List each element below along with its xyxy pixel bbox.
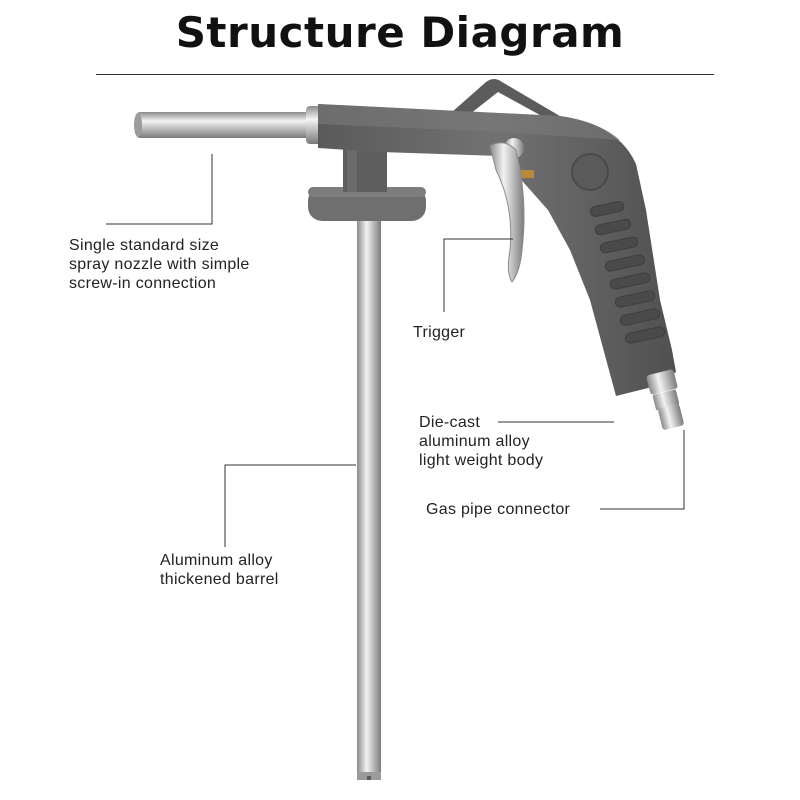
body-screw-cap — [571, 153, 609, 191]
gas-pipe-connector — [646, 369, 684, 430]
nozzle-leader-line — [106, 154, 213, 225]
nozzle-callout-line-1: Single standard size — [69, 237, 220, 254]
connector-callout: Gas pipe connector — [426, 500, 570, 519]
cup-cap — [308, 142, 426, 221]
connector-callout-line-1: Gas pipe connector — [426, 501, 571, 518]
body-callout: Die-cast aluminum alloy light weight bod… — [419, 413, 543, 470]
trigger-callout: Trigger — [413, 323, 465, 342]
nozzle-callout: Single standard size spray nozzle with s… — [69, 236, 250, 293]
nozzle-callout-line-3: screw-in connection — [69, 275, 217, 292]
barrel-callout-line-1: Aluminum alloy — [160, 552, 273, 569]
title-divider — [96, 74, 714, 75]
barrel-tube — [357, 218, 381, 780]
connector-leader-line — [600, 430, 685, 510]
barrel-callout: Aluminum alloy thickened barrel — [160, 551, 279, 589]
trigger-leader-line — [443, 238, 513, 312]
trigger — [489, 138, 534, 283]
body-callout-line-2: aluminum alloy — [419, 433, 530, 450]
spray-nozzle — [134, 106, 326, 144]
body-callout-line-1: Die-cast — [419, 414, 481, 431]
nozzle-callout-line-2: spray nozzle with simple — [69, 256, 250, 273]
page-title: Structure Diagram — [175, 8, 625, 57]
hanger-hook — [452, 79, 570, 126]
barrel-leader-line — [224, 464, 356, 547]
grip-ribs — [589, 201, 666, 344]
trigger-callout-line-1: Trigger — [413, 324, 466, 341]
body-callout-line-3: light weight body — [419, 452, 544, 469]
barrel-callout-line-2: thickened barrel — [160, 571, 279, 588]
